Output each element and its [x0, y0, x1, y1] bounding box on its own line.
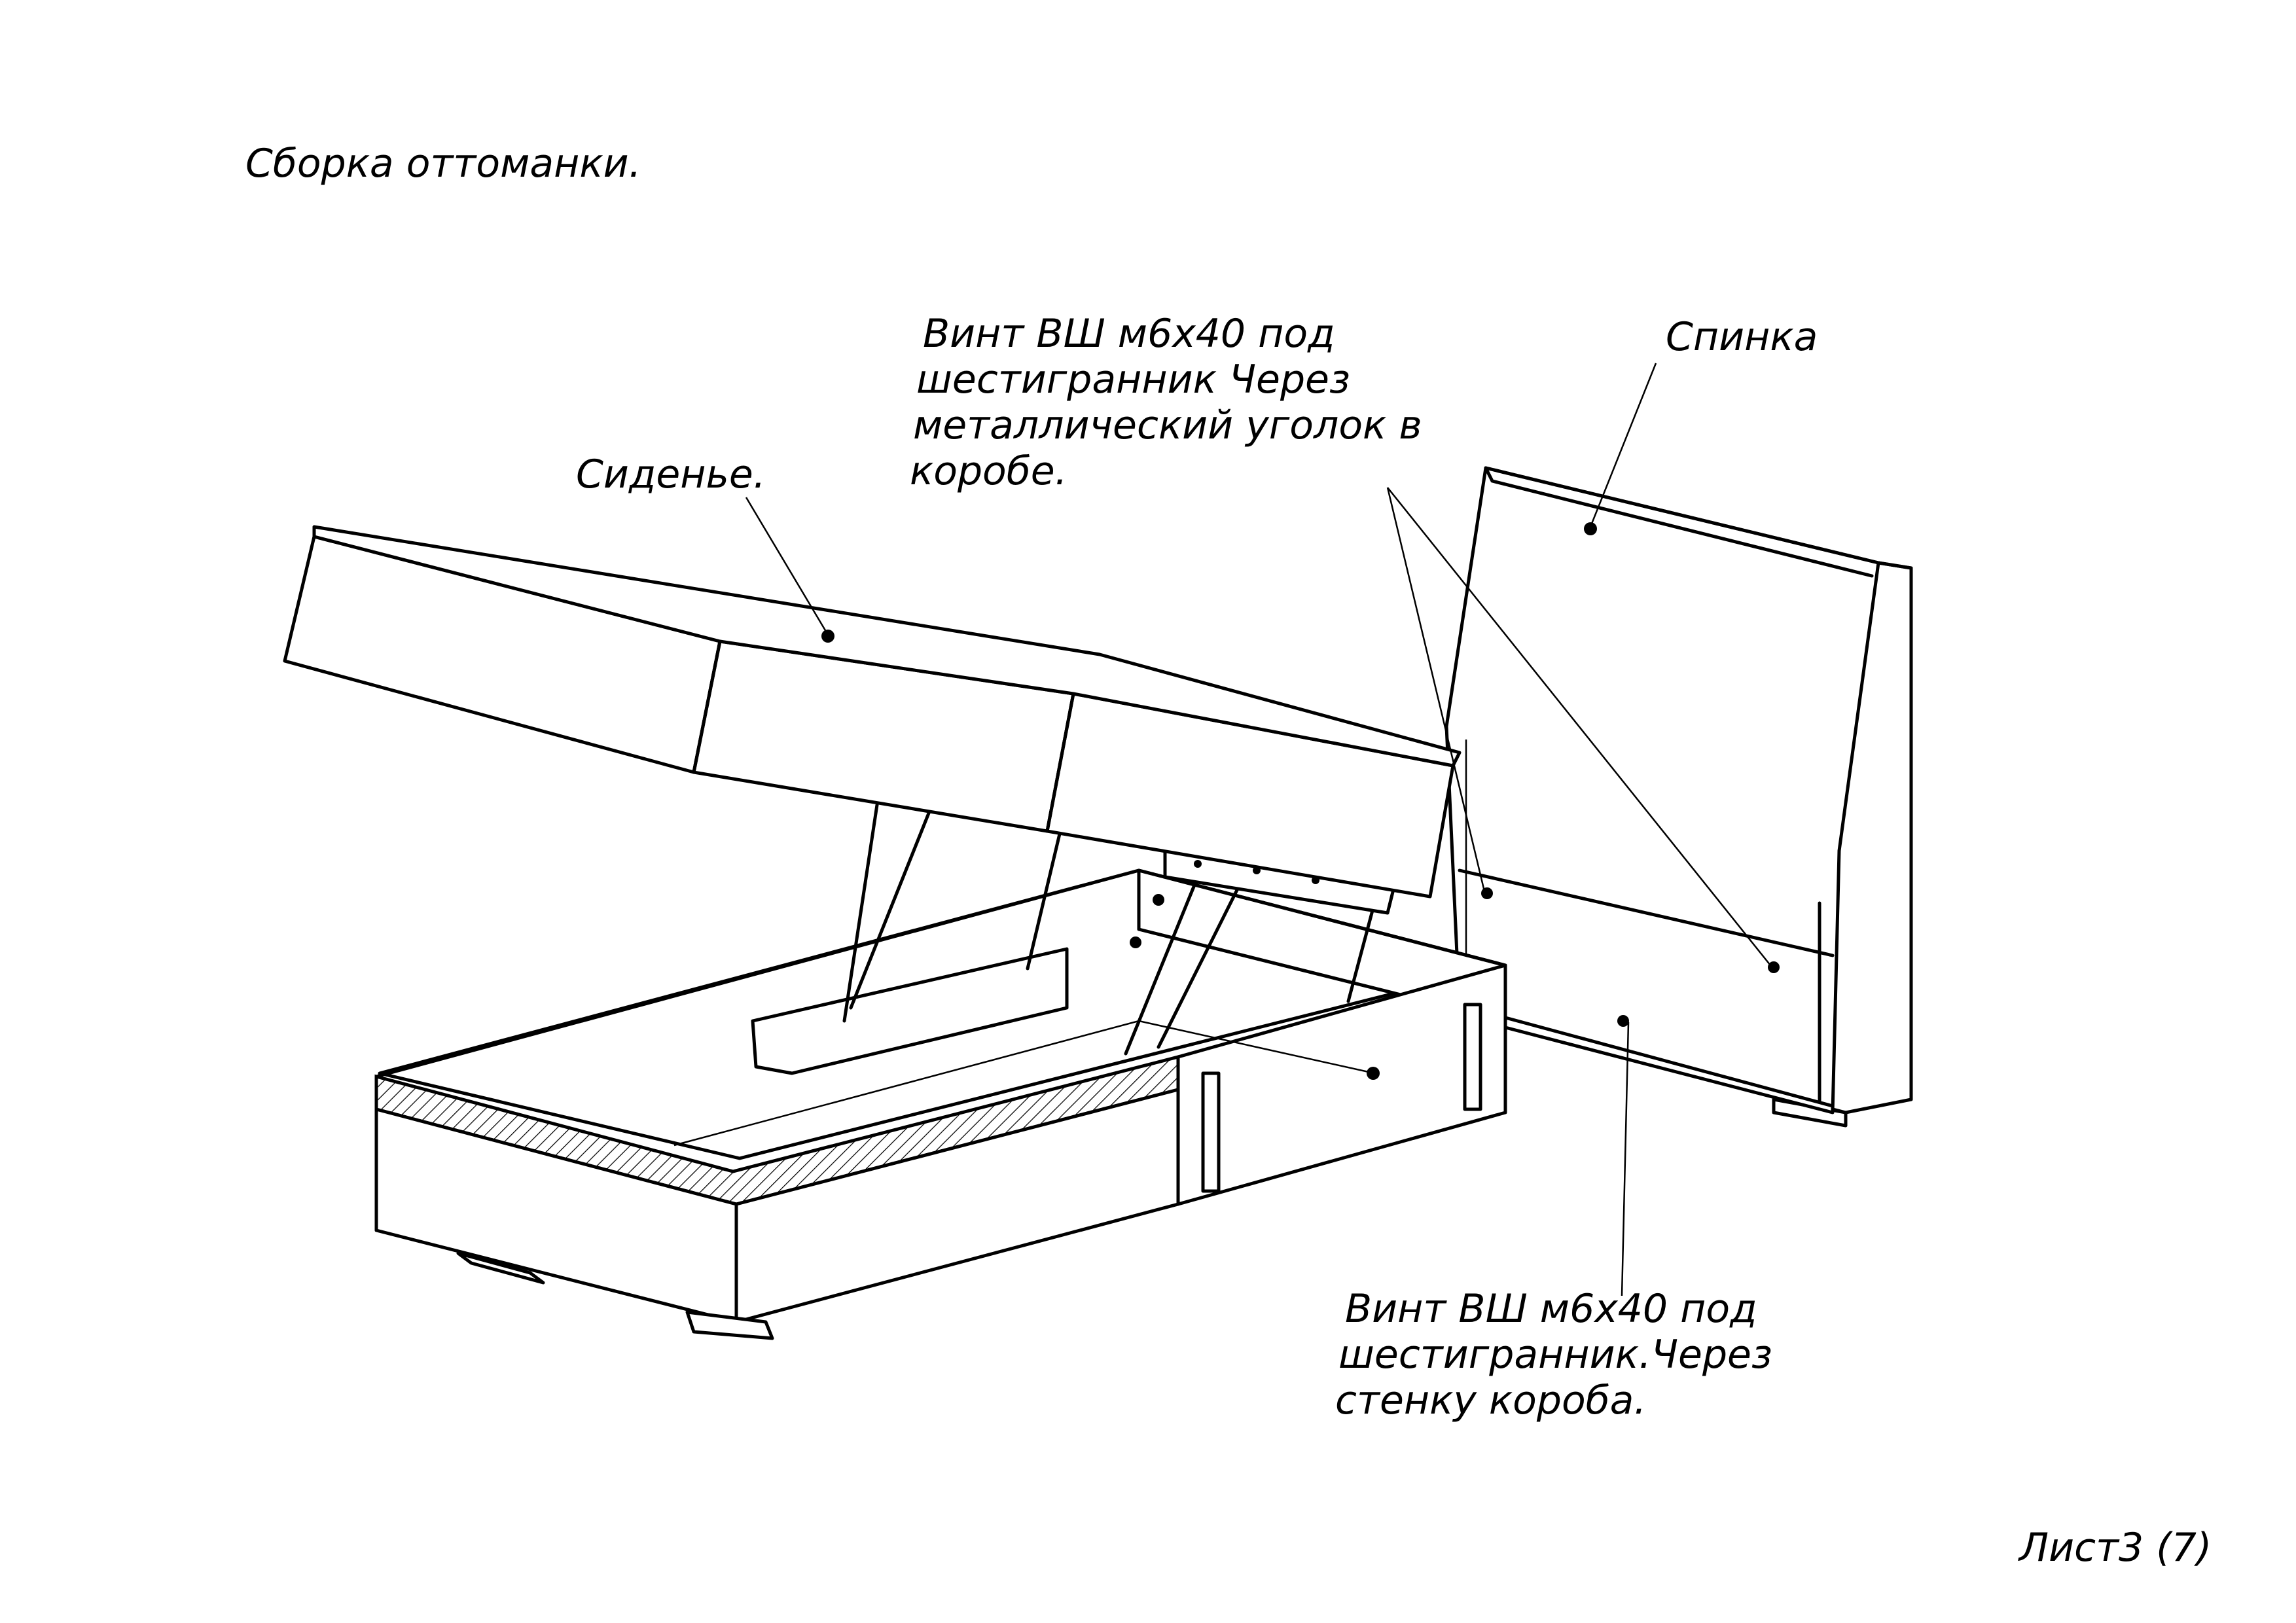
backrest — [1444, 466, 1913, 1128]
box-leg-2 — [685, 1310, 774, 1340]
box-screw-hole — [1367, 1067, 1380, 1080]
sheet-number: Лист3 (7) — [2018, 1525, 2212, 1571]
screw-top-line-3: металлический уголок в — [913, 402, 1422, 448]
screw-bottom-line-1: Винт ВШ м6х40 под — [1345, 1286, 1757, 1332]
seat-label: Сиденье. — [576, 452, 766, 497]
box-screw-hole-2 — [1617, 1015, 1629, 1027]
screw-top-line-1: Винт ВШ м6х40 под — [923, 311, 1335, 357]
box-leg — [456, 1251, 545, 1285]
backrest-marker-dot — [1584, 522, 1597, 535]
seat-marker-dot — [821, 630, 834, 643]
screw-bottom-callout: Винт ВШ м6х40 под шестигранник.Через сте… — [1335, 1286, 1772, 1423]
lift-mechanism — [751, 803, 1396, 1075]
seat — [283, 525, 1462, 899]
leader-lines — [745, 363, 1771, 1296]
page-title: Сборка оттоманки. — [245, 141, 641, 187]
screw-top-callout: Винт ВШ м6х40 под шестигранник Через мет… — [910, 311, 1422, 494]
backrest-screw-hole-2 — [1768, 961, 1780, 973]
screw-bottom-line-2: шестигранник.Через — [1338, 1332, 1772, 1378]
screw-top-line-4: коробе. — [910, 448, 1067, 494]
backrest-screw-hole — [1481, 887, 1493, 899]
screw-bottom-line-3: стенку короба. — [1335, 1378, 1647, 1423]
backrest-label: Спинка — [1666, 314, 1818, 360]
screw-top-line-2: шестигранник Через — [916, 357, 1350, 402]
